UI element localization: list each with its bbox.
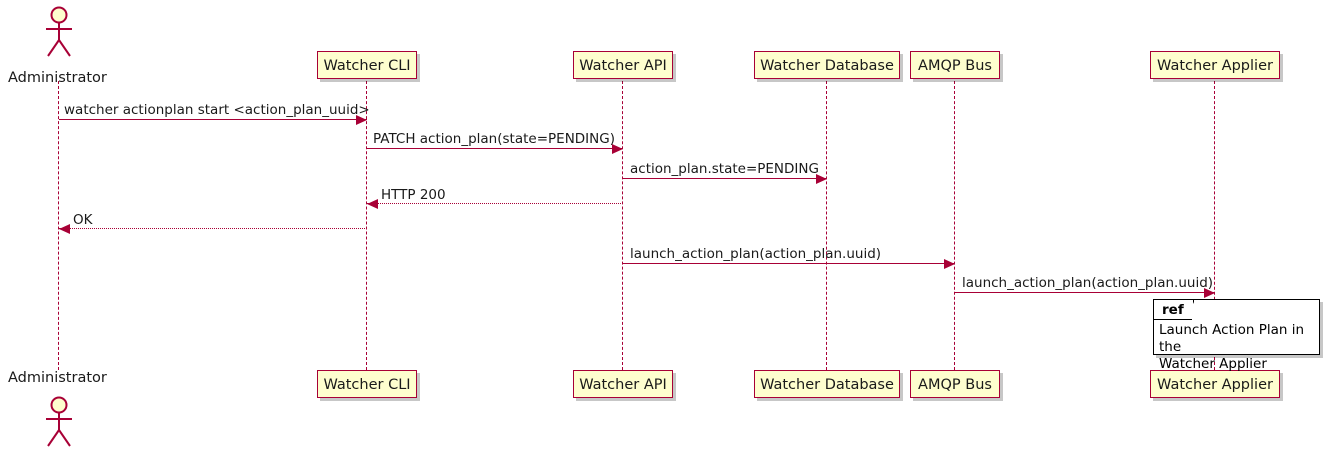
- lifeline-watcher-api: [622, 81, 623, 370]
- message-line-2: [367, 148, 623, 149]
- actor-figure-icon: [46, 396, 72, 447]
- message-label-6: launch_action_plan(action_plan.uuid): [630, 246, 882, 262]
- participant-watcher-database-top[interactable]: Watcher Database: [754, 51, 900, 79]
- actor-administrator-bottom[interactable]: [42, 396, 76, 452]
- ref-fragment-body-line1: Launch Action Plan in the: [1159, 322, 1305, 355]
- message-line-1: [59, 119, 367, 120]
- lifeline-amqp-bus: [954, 81, 955, 370]
- message-arrowhead-1: [356, 115, 367, 125]
- participant-watcher-cli-top[interactable]: Watcher CLI: [317, 51, 417, 79]
- actor-label-administrator-bottom: Administrator: [8, 370, 107, 386]
- message-arrowhead-4: [367, 199, 378, 209]
- message-arrowhead-3: [816, 174, 827, 184]
- ref-fragment-tab-notch: [1192, 300, 1202, 320]
- message-arrowhead-2: [612, 144, 623, 154]
- lifeline-administrator: [58, 81, 59, 370]
- message-line-5: [59, 228, 367, 229]
- ref-fragment-body: Launch Action Plan in the Watcher Applie…: [1159, 322, 1319, 373]
- message-arrowhead-5: [59, 224, 70, 234]
- message-line-3: [623, 178, 827, 179]
- ref-fragment-body-line2: Watcher Applier: [1159, 356, 1267, 372]
- message-label-1: watcher actionplan start <action_plan_uu…: [64, 102, 370, 118]
- message-label-7: launch_action_plan(action_plan.uuid): [962, 275, 1214, 291]
- message-line-6: [623, 263, 955, 264]
- message-label-2: PATCH action_plan(state=PENDING): [373, 131, 615, 147]
- participant-watcher-api-bottom[interactable]: Watcher API: [573, 370, 673, 398]
- message-label-3: action_plan.state=PENDING: [630, 161, 819, 177]
- actor-figure-icon: [46, 6, 72, 57]
- lifeline-watcher-cli: [366, 81, 367, 370]
- ref-fragment-tab-label: ref: [1154, 300, 1194, 320]
- message-line-4: [367, 203, 623, 204]
- participant-watcher-applier-bottom[interactable]: Watcher Applier: [1150, 370, 1280, 398]
- participant-watcher-applier-top[interactable]: Watcher Applier: [1150, 51, 1280, 79]
- participant-amqp-bus-top[interactable]: AMQP Bus: [910, 51, 1000, 79]
- message-label-5: OK: [73, 212, 93, 228]
- message-arrowhead-6: [944, 259, 955, 269]
- participant-amqp-bus-bottom[interactable]: AMQP Bus: [910, 370, 1000, 398]
- actor-administrator-top[interactable]: [42, 6, 76, 62]
- actor-label-administrator-top: Administrator: [8, 70, 107, 86]
- participant-watcher-database-bottom[interactable]: Watcher Database: [754, 370, 900, 398]
- message-label-4: HTTP 200: [381, 187, 446, 203]
- ref-fragment[interactable]: ref Launch Action Plan in the Watcher Ap…: [1153, 299, 1320, 372]
- lifeline-watcher-applier: [1214, 81, 1215, 370]
- participant-watcher-cli-bottom[interactable]: Watcher CLI: [317, 370, 417, 398]
- participant-watcher-api-top[interactable]: Watcher API: [573, 51, 673, 79]
- message-arrowhead-7: [1204, 288, 1215, 298]
- lifeline-watcher-database: [826, 81, 827, 370]
- message-line-7: [955, 292, 1215, 293]
